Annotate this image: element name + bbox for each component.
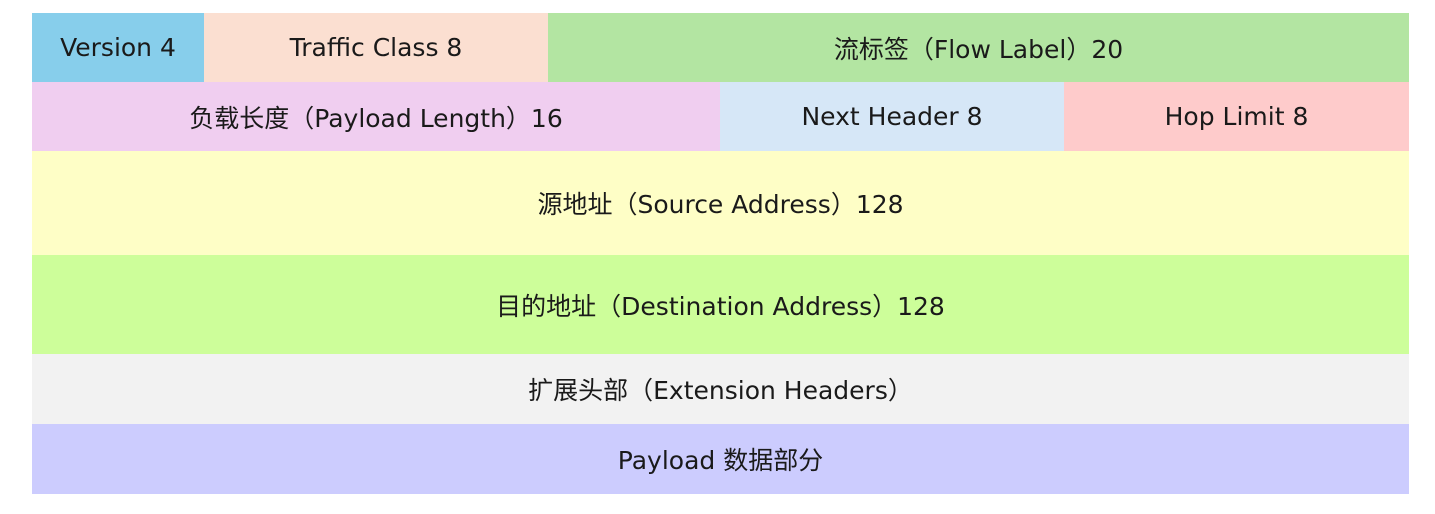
- destination-address-field: 目的地址（Destination Address）128: [32, 255, 1409, 354]
- ipv6-header-diagram: Version 4 Traffic Class 8 流标签（Flow Label…: [32, 13, 1409, 494]
- row-payload-next-hop: 负载长度（Payload Length）16 Next Header 8 Hop…: [32, 82, 1409, 151]
- payload-data-field: Payload 数据部分: [32, 424, 1409, 494]
- extension-headers-field: 扩展头部（Extension Headers）: [32, 354, 1409, 424]
- row-payload-data: Payload 数据部分: [32, 424, 1409, 494]
- traffic-class-field: Traffic Class 8: [204, 13, 548, 82]
- next-header-field: Next Header 8: [720, 82, 1064, 151]
- version-field: Version 4: [32, 13, 204, 82]
- payload-length-field: 负载长度（Payload Length）16: [32, 82, 720, 151]
- source-address-field: 源地址（Source Address）128: [32, 151, 1409, 255]
- row-version-traffic-flow: Version 4 Traffic Class 8 流标签（Flow Label…: [32, 13, 1409, 82]
- row-source-address: 源地址（Source Address）128: [32, 151, 1409, 255]
- row-extension-headers: 扩展头部（Extension Headers）: [32, 354, 1409, 424]
- hop-limit-field: Hop Limit 8: [1064, 82, 1409, 151]
- flow-label-field: 流标签（Flow Label）20: [548, 13, 1409, 82]
- row-destination-address: 目的地址（Destination Address）128: [32, 255, 1409, 354]
